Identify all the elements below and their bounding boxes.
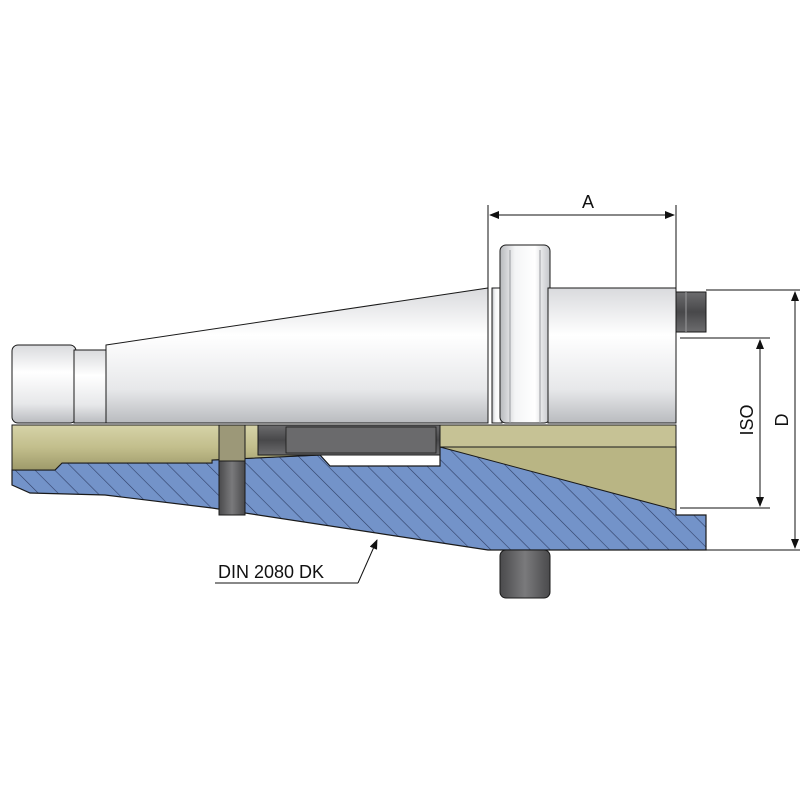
holder-exterior [11, 244, 707, 424]
drive-key [675, 291, 707, 333]
flange [499, 244, 551, 424]
bottom-drive-key [499, 549, 551, 599]
rear-shank [547, 287, 677, 424]
taper-bore [439, 424, 677, 448]
dimension-iso-label: ISO [737, 404, 757, 435]
callout-leader [357, 539, 378, 584]
standard-label: DIN 2080 DK [218, 562, 324, 582]
dimension-d-label: D [772, 414, 792, 427]
set-screw-head [218, 424, 246, 462]
taper-bore-wedge [439, 446, 677, 511]
holder-section [11, 424, 707, 599]
dimensions: A ISO D [487, 192, 800, 551]
nose-collar [73, 349, 107, 424]
draw-bolt-step [285, 426, 437, 454]
dimension-a-label: A [582, 192, 594, 212]
taper-body [105, 287, 489, 424]
front-nose [11, 344, 77, 424]
standard-callout: DIN 2080 DK [215, 539, 378, 584]
